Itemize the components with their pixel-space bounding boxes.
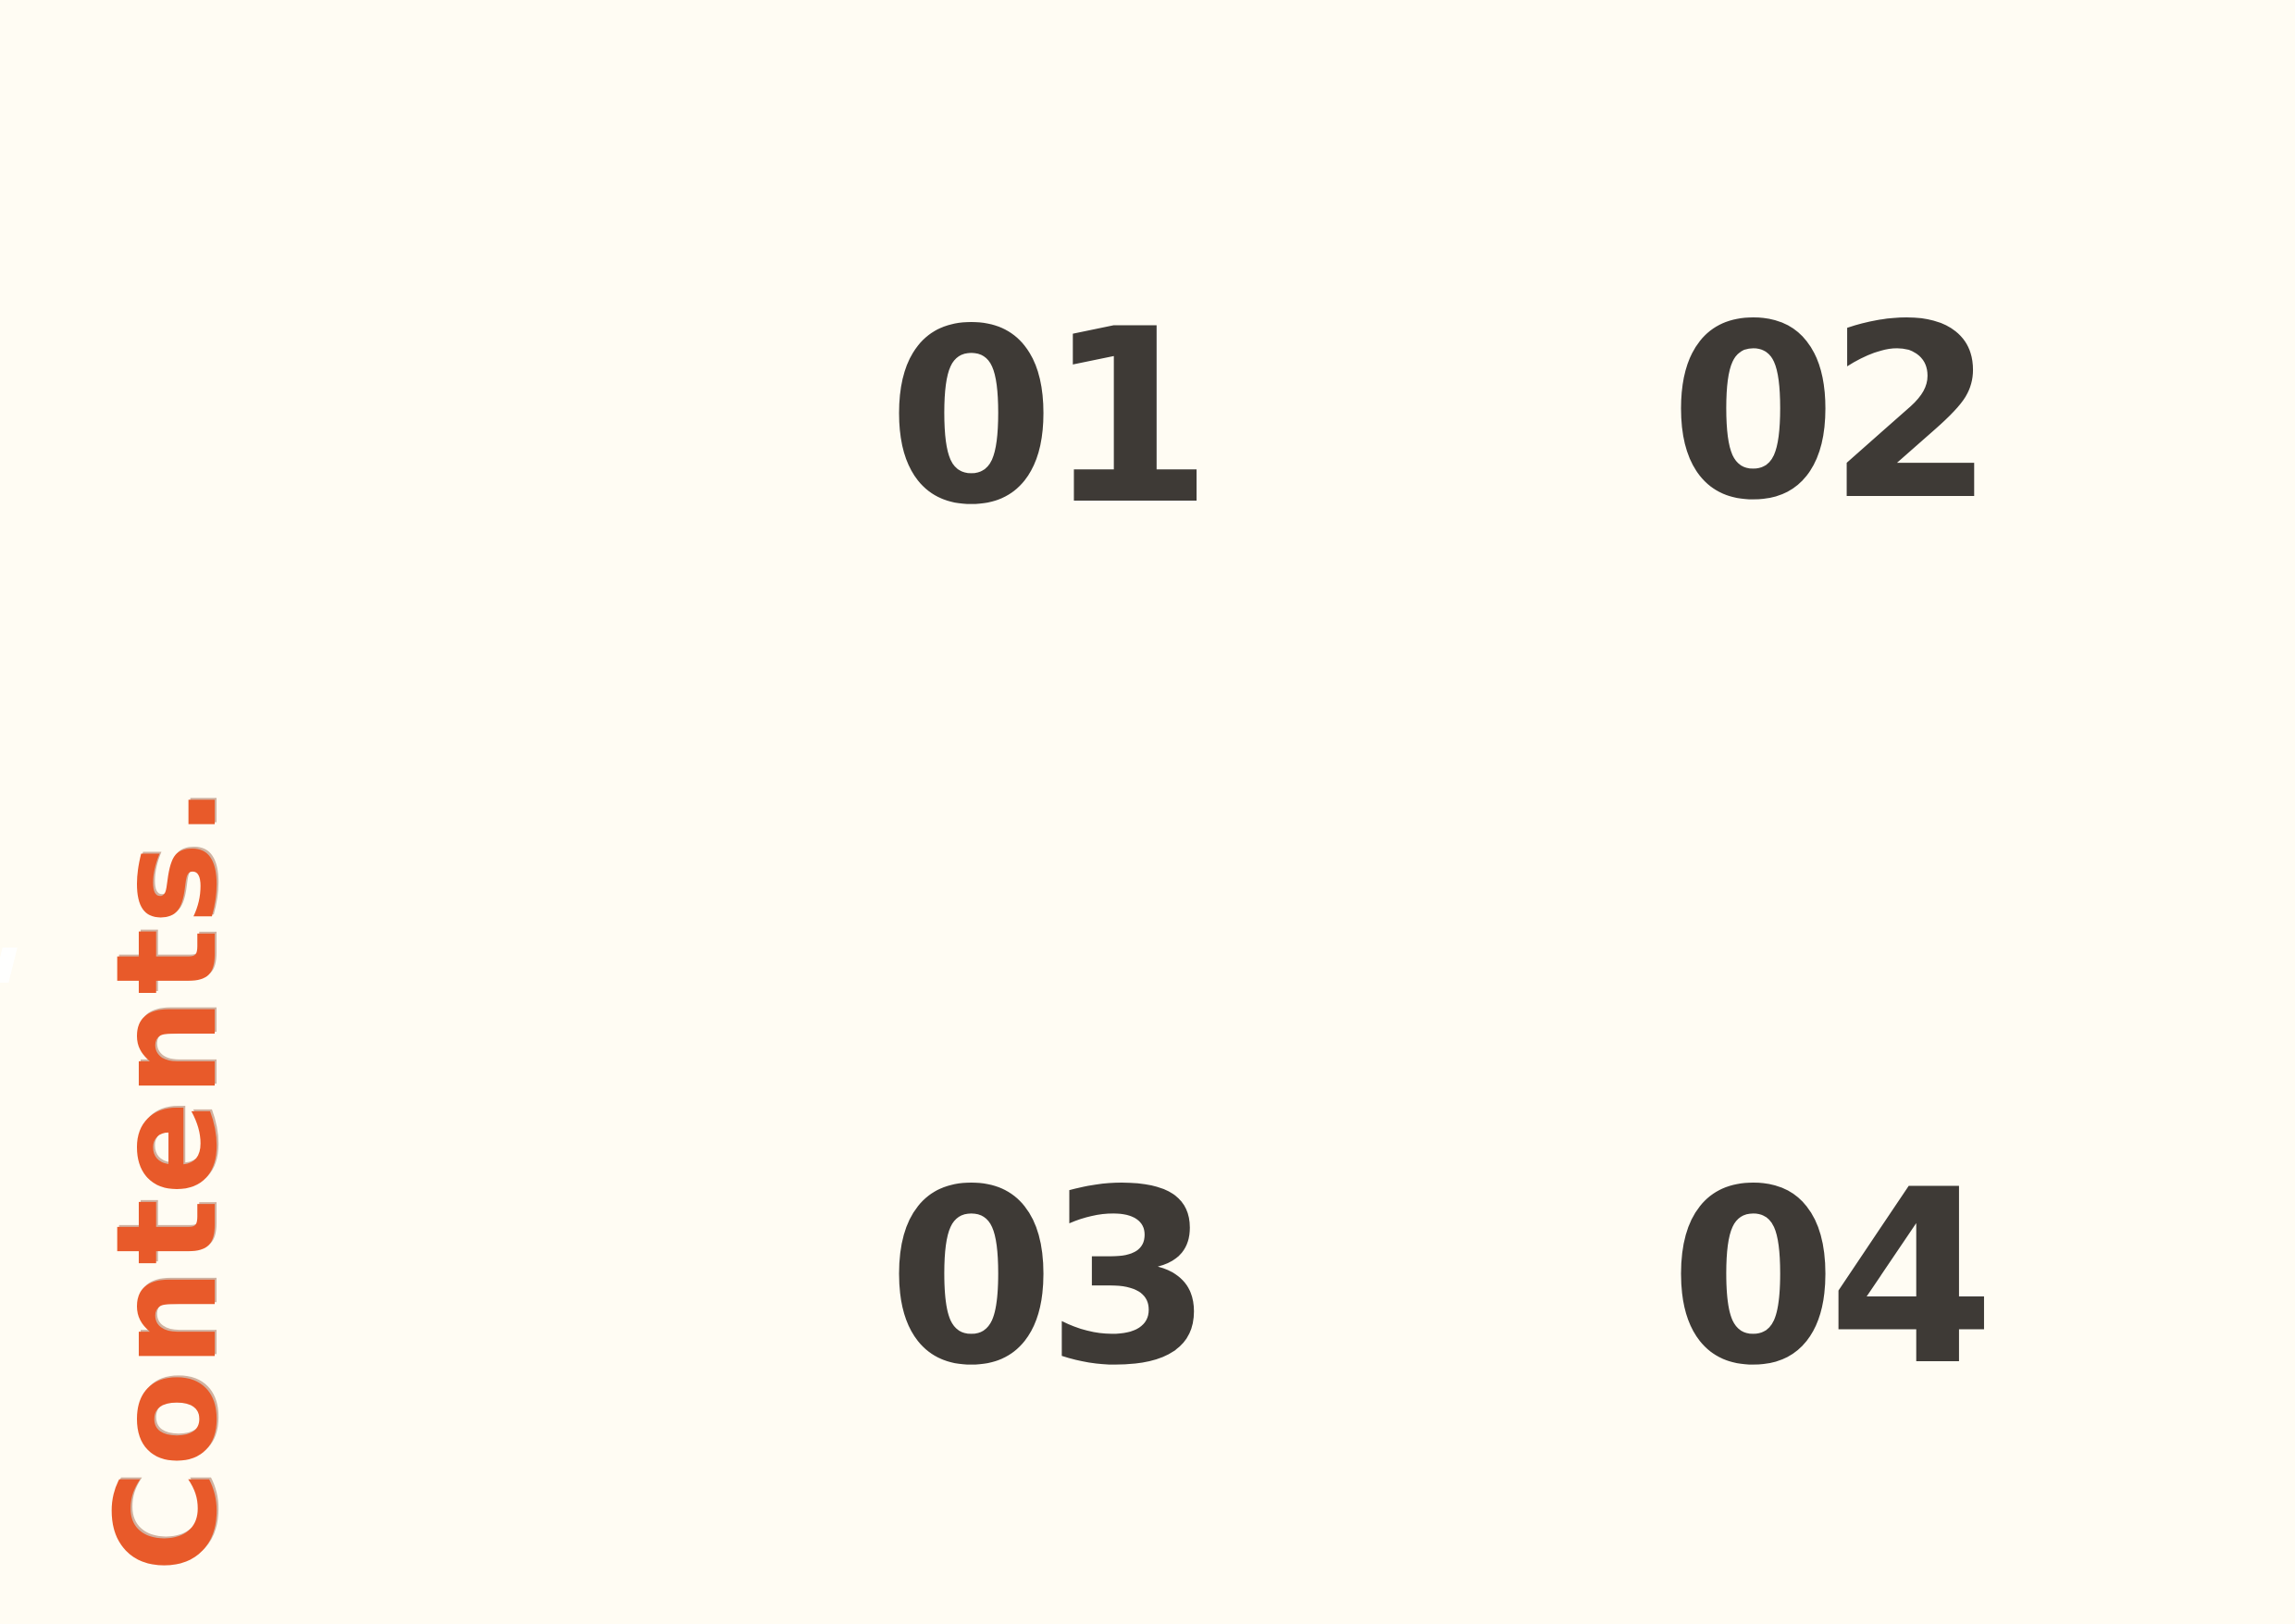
section-number-01: 01 [887, 279, 1213, 558]
section-number-02: 02 [1669, 274, 1995, 553]
section-number-04: 04 [1669, 1139, 1995, 1419]
contents-heading-text: Contents. [87, 781, 248, 1573]
section-number-03: 03 [887, 1139, 1213, 1419]
edge-mark [0, 948, 18, 983]
